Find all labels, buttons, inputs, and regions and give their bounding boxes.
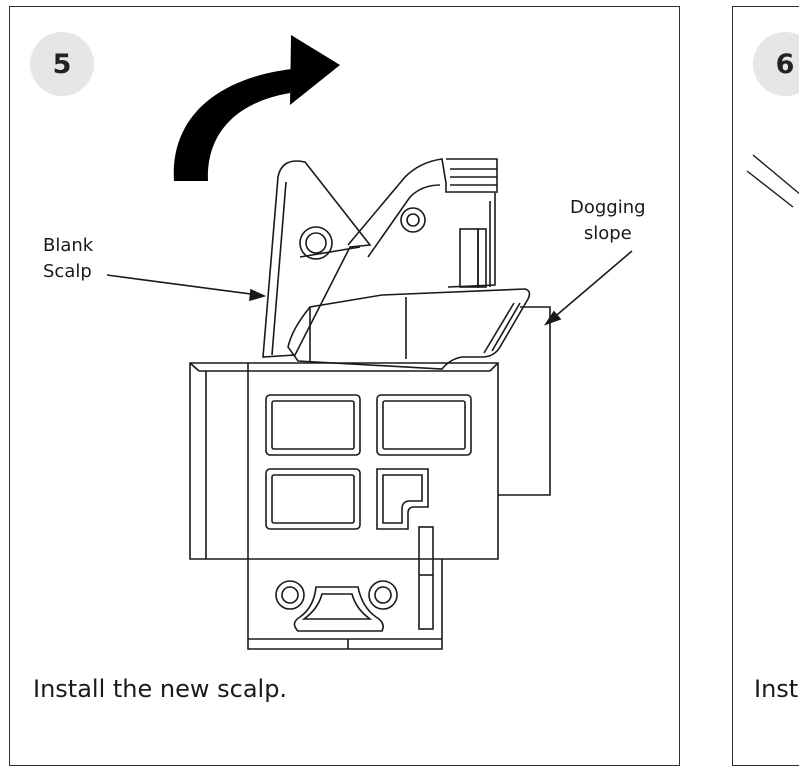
dogging-slope-label: Dogging slope [570, 195, 646, 247]
step-number: 5 [52, 48, 72, 80]
step-caption: Inst [754, 675, 799, 703]
step-6-panel: 6 Inst [732, 6, 799, 766]
label-line: Scalp [43, 261, 92, 282]
label-line: slope [583, 223, 632, 244]
blank-scalp-label: Blank Scalp [43, 233, 93, 285]
step-caption: Install the new scalp. [33, 675, 288, 703]
step-number-badge: 5 [30, 32, 94, 96]
rotate-arrow-icon [173, 35, 340, 181]
leader-lines [106, 250, 633, 326]
step-number: 6 [775, 48, 795, 80]
drawing-lines [189, 158, 551, 650]
step-6-drawing [746, 154, 799, 208]
label-line: Blank [43, 235, 94, 256]
scalp-installation-drawing [106, 35, 633, 650]
label-line: Dogging [570, 197, 646, 218]
step-5-panel: 5 [9, 6, 680, 766]
step-number-badge: 6 [753, 32, 799, 96]
